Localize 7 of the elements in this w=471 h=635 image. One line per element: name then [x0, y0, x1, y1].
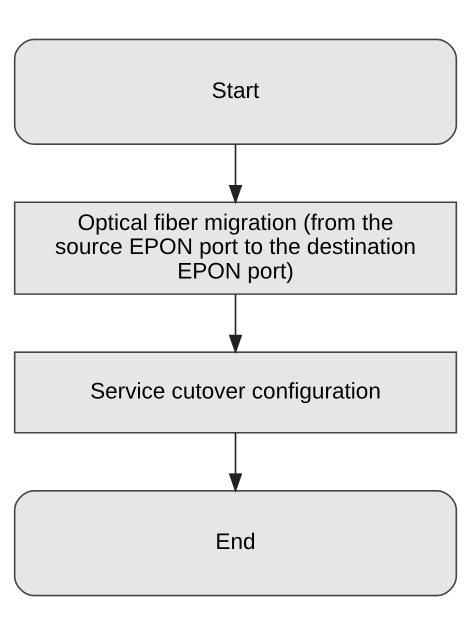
arrow: [228, 144, 242, 204]
node-box: Service cutover configuration: [14, 351, 458, 434]
node-box: Start: [14, 38, 458, 146]
arrow: [228, 294, 242, 354]
node-box: End: [14, 490, 458, 596]
arrow: [228, 432, 242, 493]
node-box: Optical fiber migration (from the source EPON port to the destination EPON port): [14, 201, 458, 295]
